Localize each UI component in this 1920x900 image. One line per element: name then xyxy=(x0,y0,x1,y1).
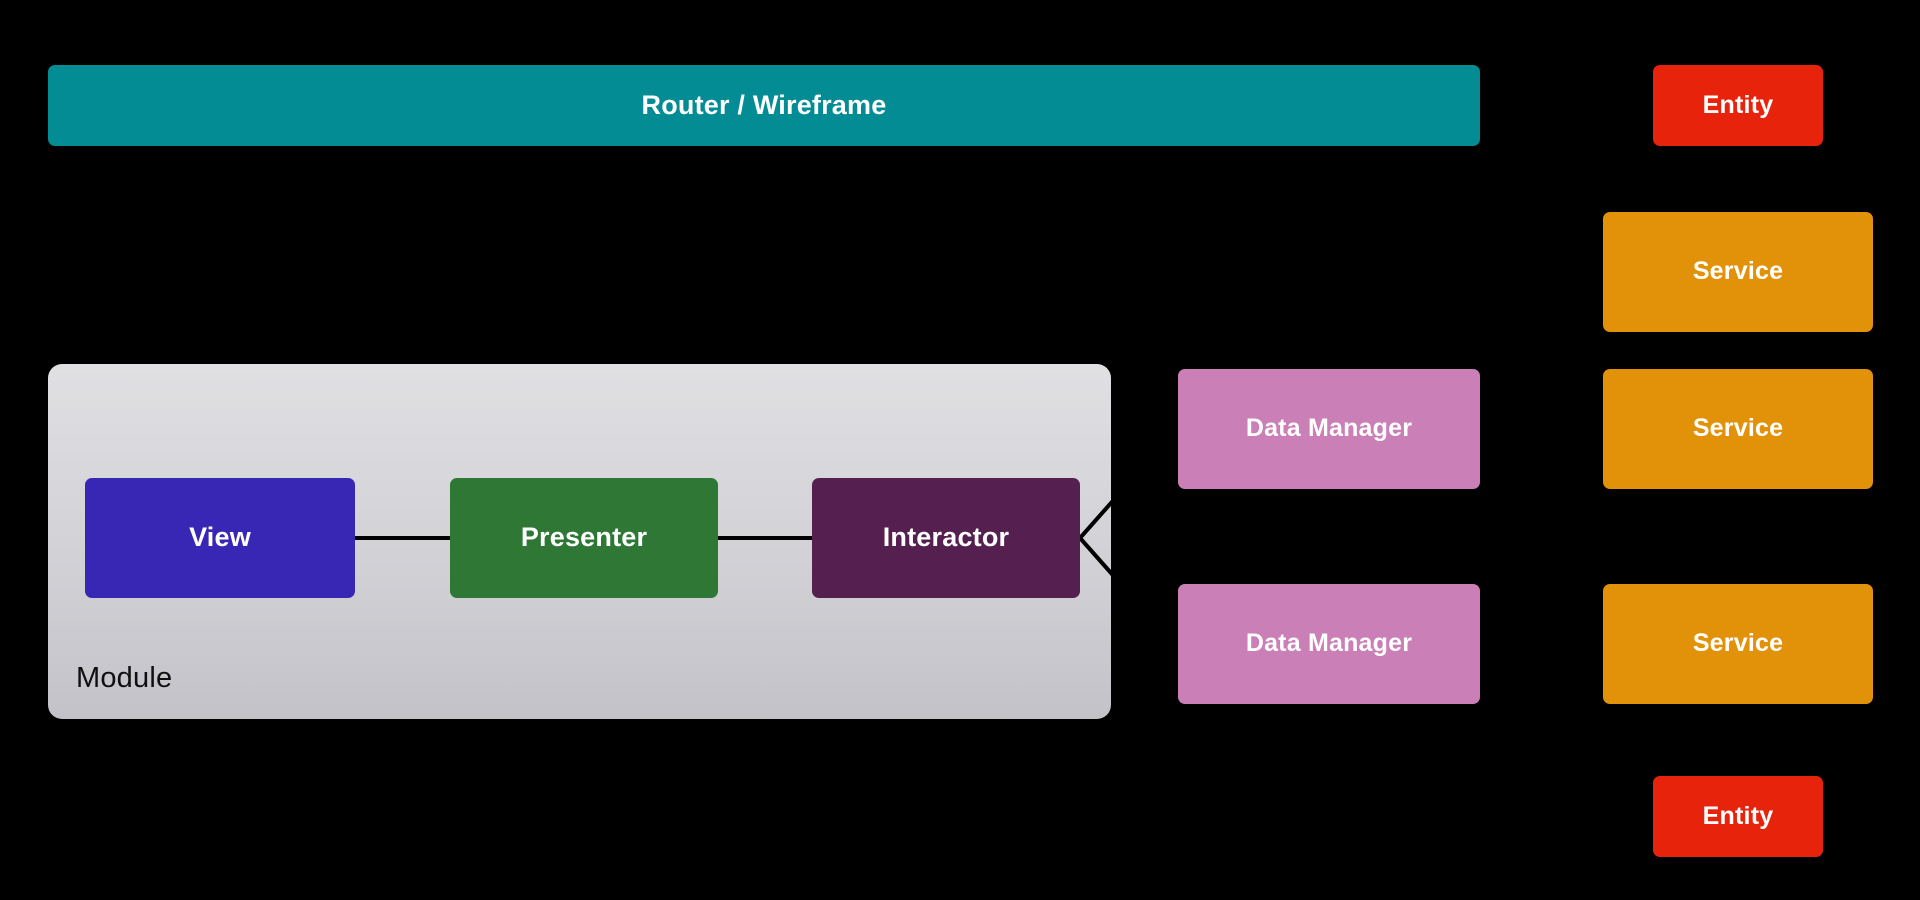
entity-label-top: Entity xyxy=(1702,90,1774,119)
router-wireframe-label: Router / Wireframe xyxy=(641,89,887,120)
presenter-label: Presenter xyxy=(520,522,648,553)
view-label: View xyxy=(189,522,251,553)
service-node-1[interactable]: Service xyxy=(1603,212,1873,332)
data-manager-node-2[interactable]: Data Manager xyxy=(1178,584,1480,704)
router-wireframe-node[interactable]: Router / Wireframe xyxy=(48,65,1480,146)
service-label-2: Service xyxy=(1692,414,1784,443)
data-manager-node-1[interactable]: Data Manager xyxy=(1178,369,1480,489)
entity-label-bottom: Entity xyxy=(1702,801,1774,830)
service-node-2[interactable]: Service xyxy=(1603,369,1873,489)
service-node-3[interactable]: Service xyxy=(1603,584,1873,704)
presenter-node[interactable]: Presenter xyxy=(450,478,718,598)
service-label-3: Service xyxy=(1692,629,1784,658)
entity-node-bottom[interactable]: Entity xyxy=(1653,776,1823,857)
service-label-1: Service xyxy=(1692,257,1784,286)
module-label: Module xyxy=(76,662,173,694)
view-node[interactable]: View xyxy=(85,478,355,598)
interactor-node[interactable]: Interactor xyxy=(812,478,1080,598)
data-manager-label-2: Data Manager xyxy=(1245,629,1413,658)
data-manager-label-1: Data Manager xyxy=(1245,414,1413,443)
interactor-label: Interactor xyxy=(882,522,1010,553)
entity-node-top[interactable]: Entity xyxy=(1653,65,1823,146)
